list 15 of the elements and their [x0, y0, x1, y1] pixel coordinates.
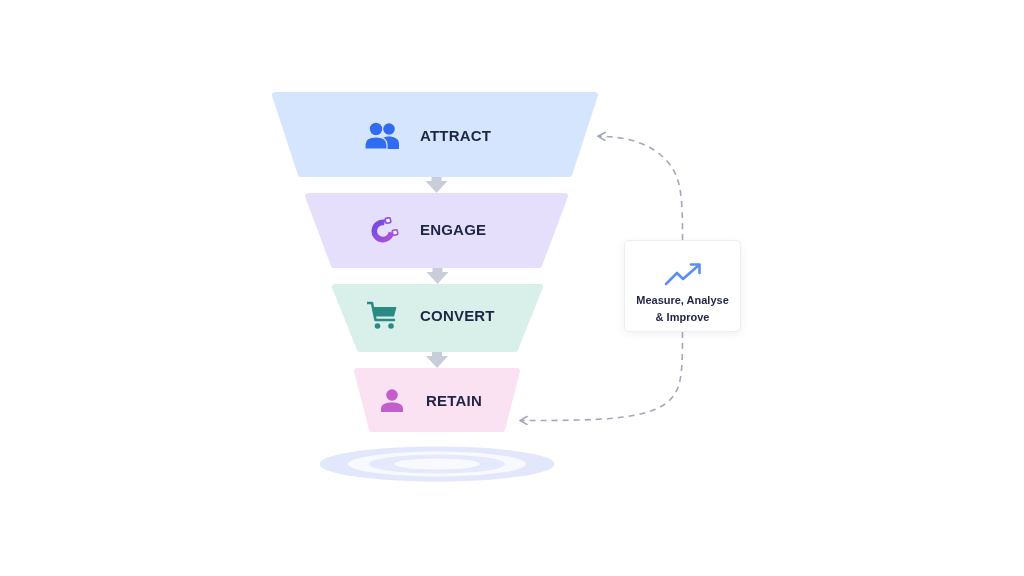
dashed-arrow [597, 131, 684, 241]
process-card [624, 240, 741, 332]
block-arrow [425, 177, 448, 193]
stage-label: ATTRACT [420, 126, 492, 145]
dashed-arrow [519, 331, 684, 426]
funnel-stage [305, 193, 568, 268]
stage-label: RETAIN [426, 391, 482, 410]
stage-label: ENGAGE [420, 221, 487, 239]
card-label: Measure, Analyse & Improve [635, 293, 730, 325]
funnel-stage [332, 284, 543, 352]
funnel-stage [272, 92, 598, 177]
funnel-stage [354, 368, 520, 432]
stage-label: CONVERT [420, 306, 495, 325]
block-arrow [426, 352, 448, 368]
block-arrow [426, 268, 449, 284]
